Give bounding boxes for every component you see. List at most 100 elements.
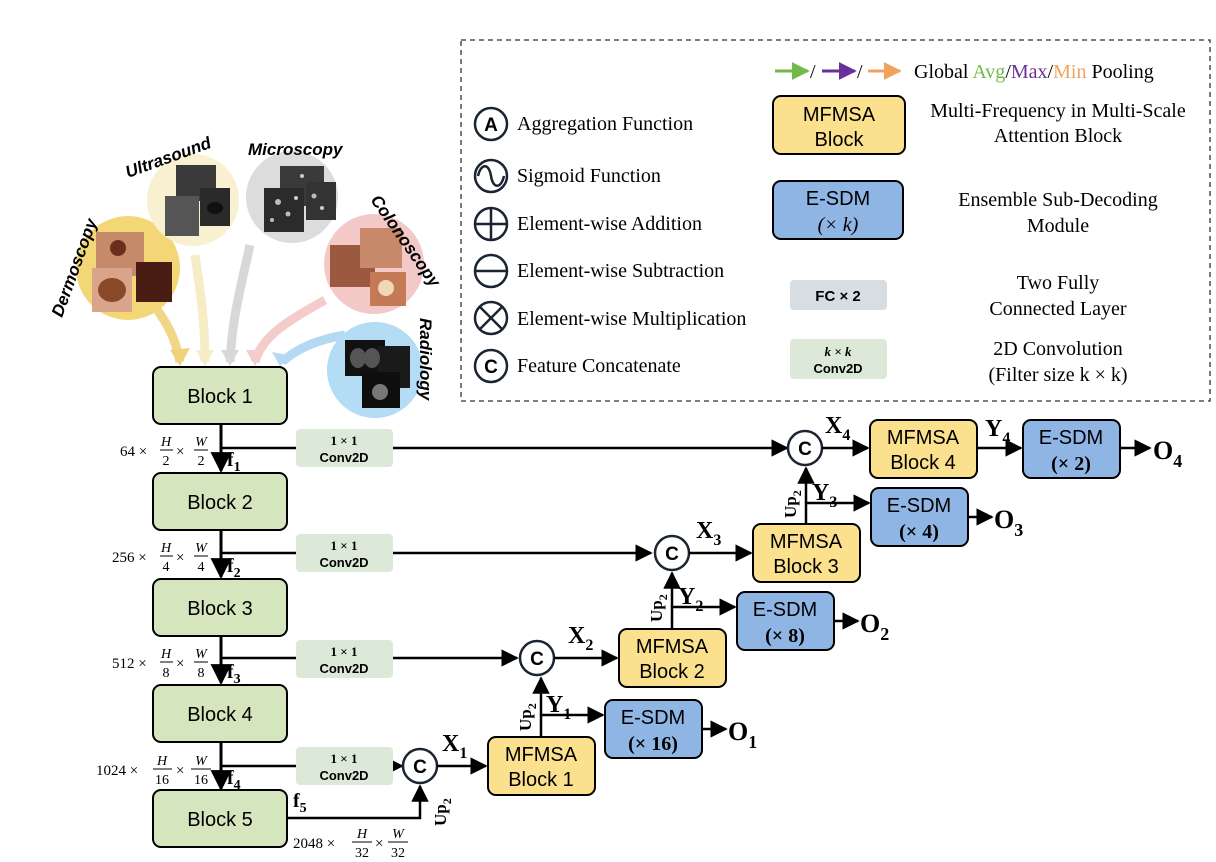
svg-text:C: C: [530, 649, 544, 670]
dim-label-3: 512 × H8 × W8: [112, 647, 208, 681]
svg-text:32: 32: [391, 846, 405, 861]
svg-text:W: W: [392, 827, 405, 842]
svg-text:E-SDM: E-SDM: [806, 188, 870, 210]
modality-label-microscopy: Microscopy: [248, 140, 344, 159]
fc-legend-box: [790, 280, 887, 310]
conv-legend-box: [790, 339, 887, 379]
svg-text:2: 2: [198, 454, 205, 469]
svg-text:E-SDM: E-SDM: [1039, 427, 1103, 449]
esdm-legend-box: [772, 180, 904, 240]
svg-text:Block 2: Block 2: [639, 661, 705, 683]
svg-text:Conv2D: Conv2D: [813, 361, 862, 376]
feature-f3: f3: [227, 661, 241, 687]
y-label-3: Y3: [812, 480, 837, 511]
conv1x1-box-2: [296, 534, 393, 572]
svg-text:Conv2D: Conv2D: [319, 661, 368, 676]
x-label-4: X4: [825, 413, 850, 444]
svg-text:8: 8: [163, 666, 170, 681]
svg-text:W: W: [195, 541, 208, 556]
svg-text:H: H: [160, 541, 172, 556]
encoder-block-2: [152, 472, 288, 531]
svg-text:16: 16: [155, 773, 169, 788]
svg-text:(× 4): (× 4): [899, 521, 939, 543]
svg-text:E-SDM: E-SDM: [621, 707, 685, 729]
feature-f2: f2: [227, 555, 241, 581]
legend-box: [460, 39, 1211, 402]
svg-text:MFMSA: MFMSA: [887, 427, 960, 449]
svg-text:Block 1: Block 1: [508, 769, 574, 791]
aggregation-legend: A Aggregation Function: [473, 106, 693, 142]
dim-label-1: 64 × H2 × W2: [120, 435, 208, 469]
svg-text:E-SDM: E-SDM: [887, 495, 951, 517]
svg-text:(× 16): (× 16): [628, 733, 678, 755]
svg-text:Connected Layer: Connected Layer: [989, 298, 1126, 320]
dim-label-4: 1024 × H16 × W16: [96, 754, 211, 788]
up-label-4: Up2: [781, 490, 804, 518]
fc-legend: FC × 2 Two Fully Connected Layer: [790, 272, 1127, 320]
svg-text:Conv2D: Conv2D: [319, 450, 368, 465]
subtraction-label: Element-wise Subtraction: [517, 260, 724, 282]
svg-text:H: H: [160, 647, 172, 662]
svg-text:1 × 1: 1 × 1: [331, 433, 358, 448]
svg-text:Two Fully: Two Fully: [1017, 272, 1100, 294]
dim-label-2: 256 × H4 × W4: [112, 541, 208, 575]
mfmsa-legend: MFMSA Block Multi-Frequency in Multi-Sca…: [772, 95, 1186, 155]
svg-text:H: H: [160, 435, 172, 450]
svg-text:2D Convolution: 2D Convolution: [993, 338, 1122, 360]
aggregation-icon: [473, 106, 509, 142]
addition-label: Element-wise Addition: [517, 213, 702, 235]
dim-label-5: 2048 × H 32 × W 32: [293, 827, 408, 861]
concat-label: Feature Concatenate: [517, 355, 681, 377]
concat-icon: [473, 348, 509, 384]
svg-text:Conv2D: Conv2D: [319, 555, 368, 570]
sigmoid-legend: Sigmoid Function: [473, 158, 661, 194]
aggregation-label: Aggregation Function: [517, 113, 693, 135]
output-o4: O4: [1153, 436, 1182, 471]
svg-text:C: C: [665, 544, 679, 565]
conv-legend: k × k Conv2D 2D Convolution (Filter size…: [790, 338, 1128, 386]
up-label-3: Up2: [647, 594, 670, 622]
conv1x1-box-1: [296, 429, 393, 467]
svg-text:C: C: [798, 439, 812, 460]
multiplication-legend: Element-wise Multiplication: [473, 300, 746, 336]
svg-text:1024 ×: 1024 ×: [96, 763, 138, 779]
svg-text:W: W: [195, 754, 208, 769]
svg-text:2: 2: [163, 454, 170, 469]
pooling-legend: / / Global Avg/Max/Min Pooling: [775, 61, 1154, 83]
svg-text:×: ×: [375, 836, 383, 852]
svg-text:H: H: [156, 754, 168, 769]
y-label-2: Y2: [678, 584, 703, 615]
multiplication-label: Element-wise Multiplication: [517, 308, 746, 330]
svg-text:E-SDM: E-SDM: [753, 599, 817, 621]
svg-text:×: ×: [176, 656, 184, 672]
svg-text:×: ×: [176, 444, 184, 460]
feature-f5: f5: [293, 790, 307, 816]
addition-legend: Element-wise Addition: [473, 206, 702, 242]
esdm-legend: E-SDM (× k) Ensemble Sub-Decoding Module: [772, 180, 1158, 240]
modality-label-radiology: Radiology: [416, 318, 435, 402]
svg-text:2048 ×: 2048 ×: [293, 836, 335, 852]
svg-text:H: H: [356, 827, 368, 842]
svg-text:Module: Module: [1027, 215, 1089, 237]
svg-text:Block 4: Block 4: [890, 452, 956, 474]
svg-text:512 ×: 512 ×: [112, 656, 147, 672]
svg-text:4: 4: [198, 560, 205, 575]
svg-text:MFMSA: MFMSA: [636, 636, 709, 658]
svg-text:Attention Block: Attention Block: [994, 125, 1122, 147]
svg-text:4: 4: [163, 560, 170, 575]
encoder-block-4: [152, 684, 288, 743]
decoder: C C C C MFMSA Block 1 MFMSA Block 2 MFMS…: [401, 413, 1182, 826]
encoder-block-1: [152, 366, 288, 425]
conv1x1-box-3: [296, 640, 393, 678]
svg-text:1 × 1: 1 × 1: [331, 751, 358, 766]
svg-text:MFMSA: MFMSA: [505, 744, 578, 766]
svg-text:Ensemble Sub-Decoding: Ensemble Sub-Decoding: [958, 189, 1157, 211]
svg-text:32: 32: [355, 846, 369, 861]
svg-text:×: ×: [176, 763, 184, 779]
output-o3: O3: [994, 505, 1023, 540]
svg-text:Block 4: Block 4: [187, 704, 253, 726]
svg-text:(× k): (× k): [818, 214, 859, 236]
svg-text:Block 1: Block 1: [187, 386, 253, 408]
sigmoid-label: Sigmoid Function: [517, 165, 661, 187]
svg-text:8: 8: [198, 666, 205, 681]
